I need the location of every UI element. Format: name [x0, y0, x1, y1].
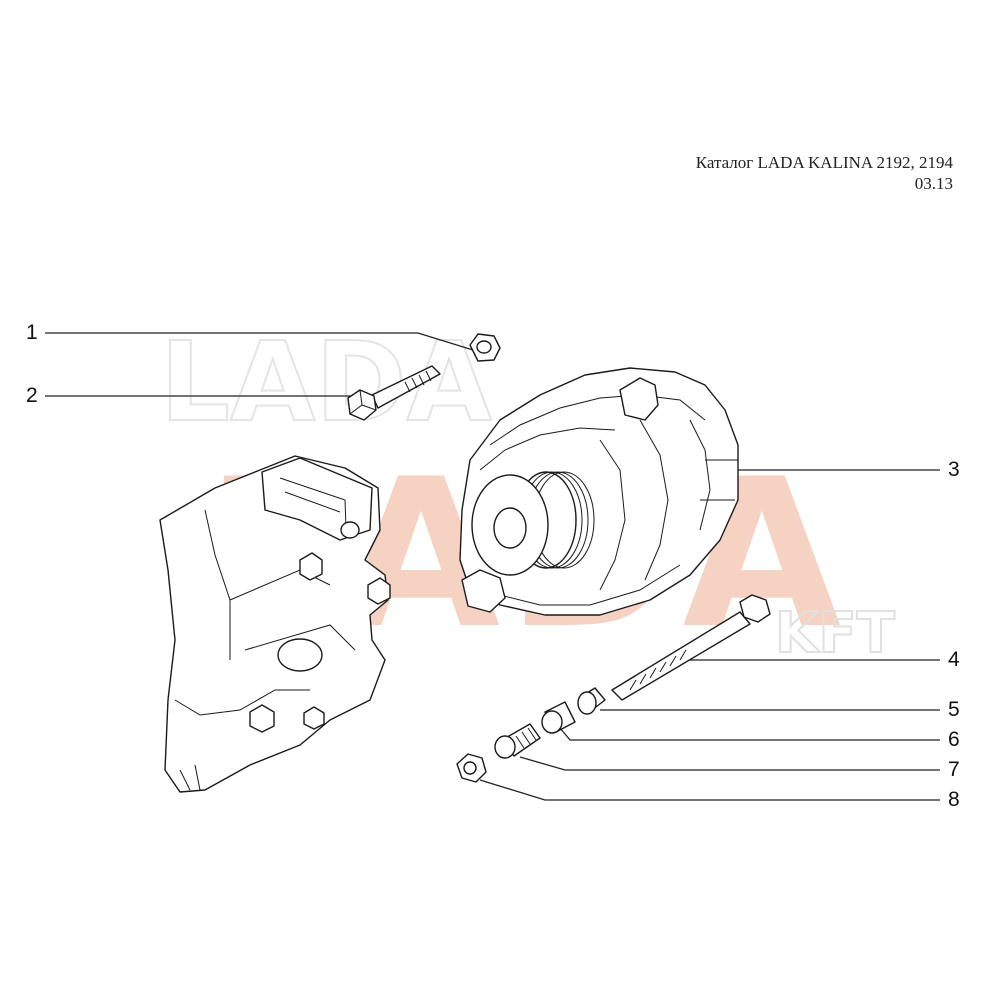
leader-line-1	[45, 332, 474, 351]
bushing-part-6	[541, 701, 576, 734]
callout-number-4: 4	[948, 648, 960, 671]
catalog-header: Каталог LADA KALINA 2192, 2194 03.13	[696, 152, 953, 194]
bracket	[159, 455, 391, 793]
callout-number-1: 1	[26, 321, 38, 344]
generator-part-3	[459, 367, 739, 616]
nut-part-8	[456, 753, 487, 783]
callout-number-2: 2	[26, 384, 38, 407]
watermark-suffix: KFT	[775, 601, 895, 666]
bolt-part-2	[347, 365, 441, 421]
long-bolt-part-4	[611, 594, 771, 701]
callout-number-7: 7	[948, 758, 960, 781]
callout-number-5: 5	[948, 698, 960, 721]
bushing-part-5	[577, 687, 606, 715]
catalog-title: Каталог LADA KALINA 2192, 2194	[695, 153, 953, 172]
leader-lines	[45, 332, 940, 801]
callout-number-8: 8	[948, 788, 960, 811]
leader-line-6	[559, 727, 940, 741]
callout-number-3: 3	[948, 458, 960, 481]
leader-line-8	[479, 779, 940, 801]
catalog-date: 03.13	[914, 174, 953, 193]
callout-number-6: 6	[948, 728, 960, 751]
leader-line-7	[519, 756, 940, 771]
sleeve-part-7	[494, 723, 541, 759]
nut-part-1	[469, 333, 501, 362]
